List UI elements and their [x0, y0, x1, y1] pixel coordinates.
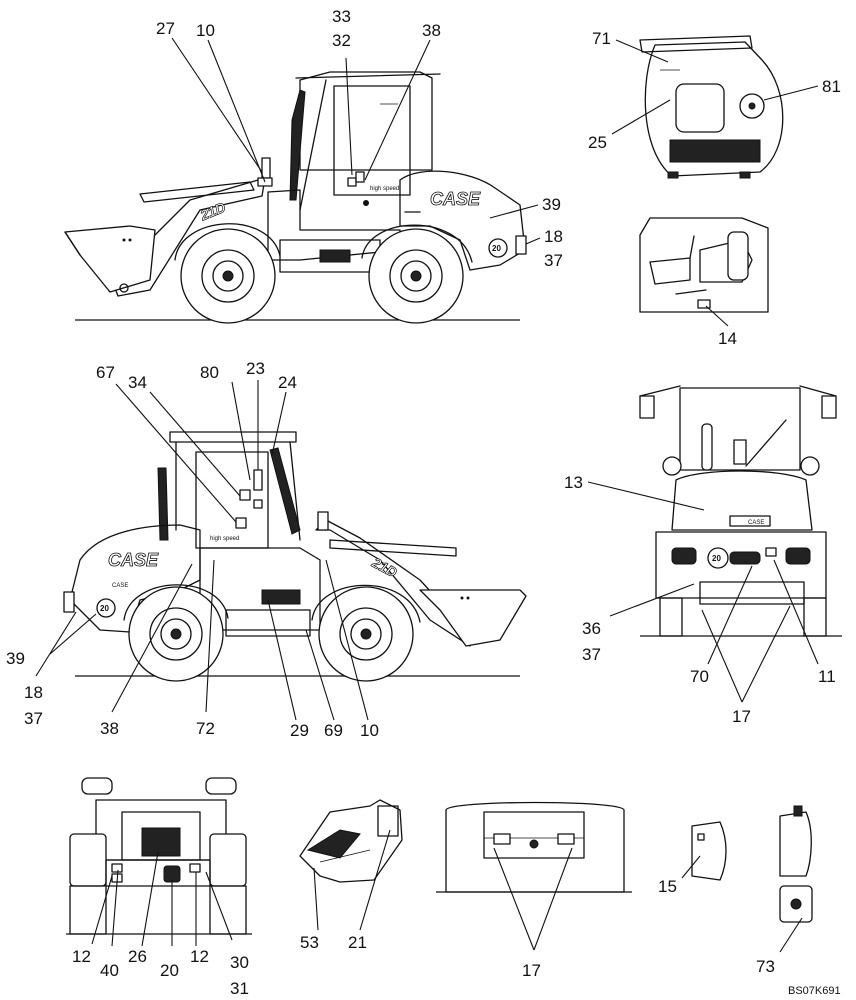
small-part-detail-views: 15 73: [658, 805, 813, 976]
callout-label: 13: [564, 473, 583, 492]
callout-label: 14: [718, 329, 737, 348]
callout-label: 26: [128, 947, 147, 966]
speed-badge-2: 20: [100, 604, 109, 613]
callout-label: 10: [196, 21, 215, 40]
callout-label: 37: [24, 709, 43, 728]
callout-label: 25: [588, 133, 607, 152]
speed-badge-rear: 20: [712, 554, 721, 563]
callout-label: 12: [72, 947, 91, 966]
callout-label: 39: [6, 649, 25, 668]
callout-label: 24: [278, 373, 297, 392]
callout-label: 10: [360, 721, 379, 740]
callout-label: 30: [230, 953, 249, 972]
callout-label: 34: [128, 373, 147, 392]
cab: high speed: [157, 431, 301, 549]
brand-logo-rear: CASE: [748, 520, 764, 526]
callout-label: 12: [190, 947, 209, 966]
callout-label: 53: [300, 933, 319, 952]
console-detail-view: 53 21: [299, 799, 403, 952]
svg-text:CASE: CASE: [112, 583, 128, 589]
speed-badge-1: 20: [492, 244, 501, 253]
callout-label: 36: [582, 619, 601, 638]
callout-label: 18: [24, 683, 43, 702]
counterweight-detail-view: 17: [436, 801, 632, 980]
figure-reference-code: BS07K691: [788, 985, 841, 997]
callout-label: 27: [156, 19, 175, 38]
callout-label: 72: [196, 719, 215, 738]
callout-label: 70: [690, 667, 709, 686]
callout-label: 15: [658, 877, 677, 896]
callout-label: 29: [290, 721, 309, 740]
cab-top-view: 71 81 25: [588, 29, 841, 179]
callout-label: 80: [200, 363, 219, 382]
callout-label: 73: [756, 957, 775, 976]
callout-label: 67: [96, 363, 115, 382]
callout-label: 17: [732, 707, 751, 726]
callout-label: 37: [544, 251, 563, 270]
callout-label: 81: [822, 77, 841, 96]
callout-label: 18: [544, 227, 563, 246]
callout-label: 39: [542, 195, 561, 214]
callout-label: 71: [592, 29, 611, 48]
callout-label: 17: [522, 961, 541, 980]
callout-label: 37: [582, 645, 601, 664]
callout-label: 21: [348, 933, 367, 952]
callout-label: 69: [324, 721, 343, 740]
loader-rear-view: CASE 20 13 36 37 70 11 17: [564, 385, 842, 726]
rear-wheel-1: [368, 228, 464, 324]
callout-label: 23: [246, 359, 265, 378]
brand-logo-2: CASE: [108, 550, 159, 570]
cab-interior-view: 14: [639, 217, 769, 348]
brand-logo-1: CASE: [430, 189, 481, 209]
callout-label: 38: [422, 21, 441, 40]
front-wheel-2: [318, 586, 414, 682]
callout-label: 20: [160, 961, 179, 980]
rear-wheel-2: [128, 586, 224, 682]
callout-label: 32: [332, 31, 351, 50]
loader-front-view: 12 40 26 20 12 30 31: [66, 777, 252, 998]
cab: high speed: [289, 71, 441, 211]
callout-label: 11: [818, 667, 836, 686]
callout-label: 31: [230, 979, 249, 998]
engine-hood: CASE 20: [399, 170, 527, 271]
front-wheel-1: [180, 228, 276, 324]
loader-right-side-view: high speed CASE 20 CASE: [6, 359, 527, 740]
callout-label: 33: [332, 7, 351, 26]
high-speed-decal-2: high speed: [210, 536, 239, 542]
callout-label: 40: [100, 961, 119, 980]
loader-left-side-view: high speed CASE 20: [64, 7, 563, 324]
high-speed-decal-1: high speed: [370, 186, 399, 192]
callout-label: 38: [100, 719, 119, 738]
